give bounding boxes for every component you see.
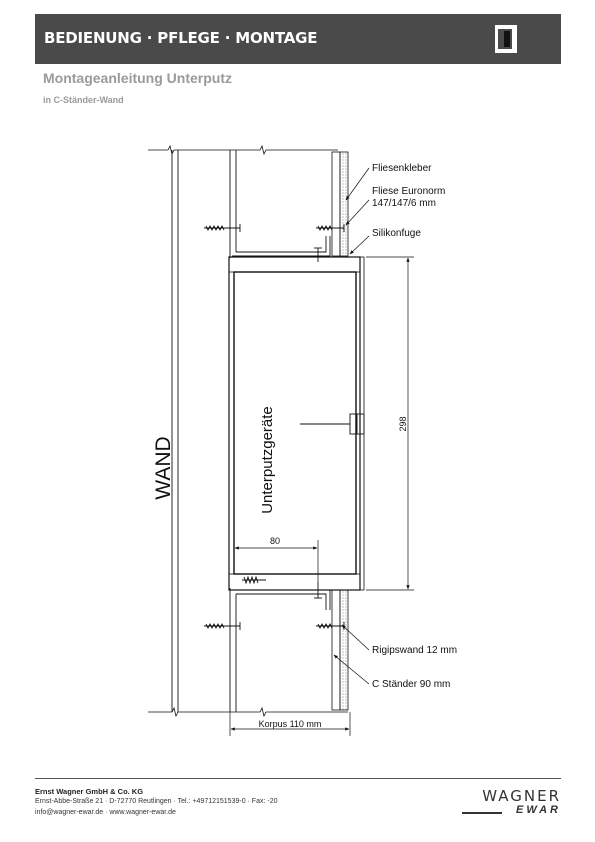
tile-adhesive-callout: Fliesenkleber [372,163,432,174]
height-dimension-label: 298 [398,416,408,431]
document-title: Montageanleitung Unterputz [43,70,232,86]
footer-divider [35,778,561,779]
device-housing [228,256,365,591]
offset-dimension-label: 80 [270,536,280,546]
document-subtitle: in C-Ständer-Wand [43,95,124,105]
brand-logo-ewar: EWAR [516,804,561,816]
wall-label: WAND [152,436,175,499]
callout-leaders [333,167,370,685]
drywall-callout: Rigipswand 12 mm [372,645,457,656]
body-depth-label: Korpus 110 mm [259,719,322,729]
offset-dimension [233,540,319,582]
height-dimension [366,256,414,591]
silicone-callout: Silikonfuge [372,228,421,239]
footer-company: Ernst Wagner GmbH & Co. KG [35,787,144,796]
top-break-line [148,144,338,156]
brand-logo-wagner: WAGNER [482,787,561,805]
stud-callout: C Ständer 90 mm [372,679,450,690]
brand-logo-rule [462,812,502,814]
footer-contact: info@wagner-ewar.de · www.wagner-ewar.de [35,809,176,816]
device-label: Unterputzgeräte [259,406,276,514]
body-depth-dimension [229,712,351,736]
tile-callout-line2: 147/147/6 mm [372,198,436,209]
footer-address: Ernst-Abbe-Straße 21 · D-72770 Reutlinge… [35,798,278,805]
c-stud-profile [232,236,331,610]
tile-callout-line1: Fliese Euronorm [372,186,445,197]
wall-section [171,150,237,712]
wagner-square-logo-icon [495,25,517,53]
bottom-break-line [148,706,348,718]
header-bar: BEDIENUNG · PFLEGE · MONTAGE [35,14,561,64]
header-title: BEDIENUNG · PFLEGE · MONTAGE [44,29,318,47]
hinge-icon [300,413,365,435]
